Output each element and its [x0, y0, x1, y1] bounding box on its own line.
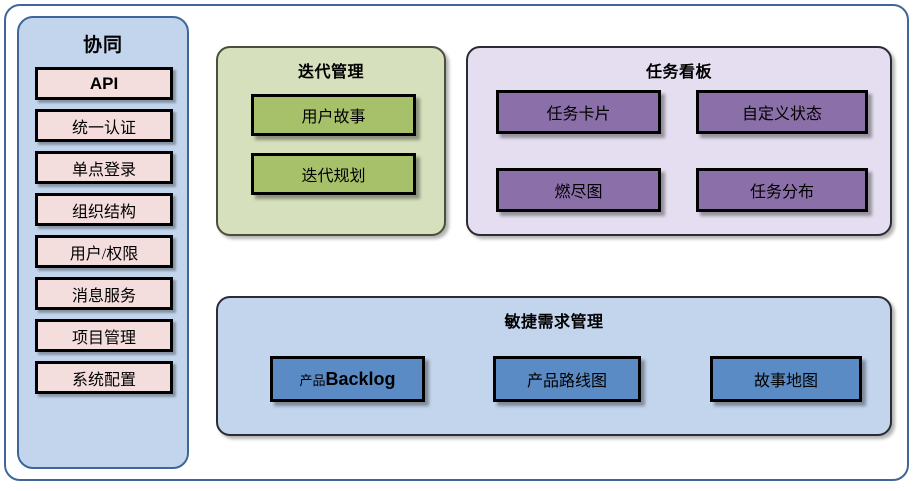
sidebar-title: 协同: [82, 35, 123, 56]
panel-iteration-management: 迭代管理 用户故事 迭代规划: [216, 46, 446, 236]
sidebar-item-org-structure[interactable]: 组织结构: [35, 193, 173, 226]
panel-agile-requirements: 敏捷需求管理 产品 Backlog 产品路线图 故事地图: [216, 296, 892, 436]
sidebar-item-system-config[interactable]: 系统配置: [35, 361, 173, 394]
block-product-roadmap[interactable]: 产品路线图: [493, 356, 641, 402]
sidebar-item-user-permission[interactable]: 用户/权限: [35, 235, 173, 268]
sidebar-item-list: API 统一认证 单点登录 组织结构 用户/权限 消息服务 项目管理 系统配置: [35, 67, 173, 403]
sidebar-item-single-sign-on[interactable]: 单点登录: [35, 151, 173, 184]
sidebar-item-api[interactable]: API: [35, 67, 173, 100]
sidebar-collaboration-panel: 协同 API 统一认证 单点登录 组织结构 用户/权限 消息服务 项目管理 系统…: [17, 16, 189, 469]
block-product-backlog[interactable]: 产品 Backlog: [270, 356, 425, 402]
sidebar-item-unified-auth[interactable]: 统一认证: [35, 109, 173, 142]
panel-task-board: 任务看板 任务卡片 自定义状态 燃尽图 任务分布: [466, 46, 892, 236]
sidebar-item-project-management[interactable]: 项目管理: [35, 319, 173, 352]
panel-iteration-title: 迭代管理: [297, 64, 364, 81]
product-backlog-label: 产品 Backlog: [299, 369, 395, 390]
block-burndown-chart[interactable]: 燃尽图: [496, 168, 661, 212]
panel-agile-title: 敏捷需求管理: [504, 314, 604, 331]
block-user-story[interactable]: 用户故事: [251, 94, 416, 136]
product-backlog-label-cjk: 产品: [299, 372, 326, 388]
block-task-distribution[interactable]: 任务分布: [696, 168, 868, 212]
sidebar-item-message-service[interactable]: 消息服务: [35, 277, 173, 310]
block-custom-status[interactable]: 自定义状态: [696, 90, 868, 134]
panel-taskboard-title: 任务看板: [645, 64, 712, 81]
block-iteration-planning[interactable]: 迭代规划: [251, 153, 416, 195]
block-task-card[interactable]: 任务卡片: [496, 90, 661, 134]
product-backlog-label-latin: Backlog: [325, 368, 396, 389]
block-story-map[interactable]: 故事地图: [710, 356, 862, 402]
